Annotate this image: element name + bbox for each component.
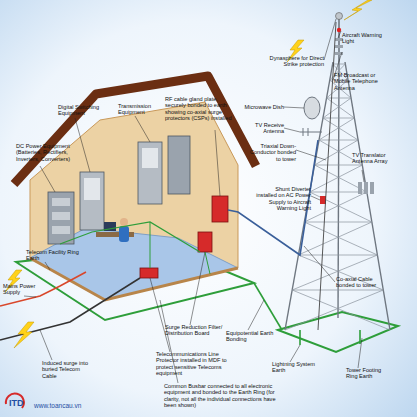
translator-antenna — [358, 182, 362, 194]
dc-power-rack — [48, 192, 74, 244]
callout-label: DC Power Equipment (Batteries, Rectifier… — [16, 143, 78, 162]
earth-rod — [359, 330, 361, 344]
rack-panel — [52, 226, 70, 234]
fm-antenna — [335, 45, 343, 48]
tower-brace — [315, 165, 363, 166]
leader-line — [338, 31, 341, 38]
leader-line — [362, 170, 364, 182]
leader-line — [150, 278, 170, 352]
tower-brace — [333, 64, 346, 65]
fm-antenna — [335, 38, 343, 41]
equipotential-bond — [254, 283, 282, 330]
callout-label: TV Receive Antenna — [238, 122, 284, 135]
leader-line — [324, 19, 336, 60]
callout-label: Equipotential Earth Bonding — [226, 330, 278, 343]
callout-label: Telecom Facility Ring Earth — [26, 249, 82, 262]
leader-line — [40, 166, 55, 192]
bond-wire — [150, 222, 151, 268]
mdf-protector — [140, 268, 158, 278]
leader-line — [215, 130, 220, 196]
leader-line — [304, 246, 335, 282]
leader-line — [24, 296, 36, 297]
person-body — [119, 226, 129, 242]
callout-label: Lightning System Earth — [272, 361, 320, 374]
callout-label: Mains Power Supply — [3, 283, 39, 296]
dynasphere — [336, 13, 343, 20]
down-conductor — [318, 22, 336, 330]
leader-line — [284, 107, 304, 108]
callout-label: Induced surge into buried Telecom Cable — [42, 360, 92, 379]
callout-label: TV Translator Antenna Array — [352, 152, 400, 165]
switching-rack — [80, 172, 104, 230]
earth-rod — [299, 330, 301, 345]
leader-line — [40, 330, 52, 360]
microwave-dish — [304, 97, 320, 119]
tower-brace — [323, 118, 354, 119]
callout-label: Aircraft Warning Light — [342, 32, 384, 45]
wall-base — [30, 258, 238, 300]
coaxial-cable — [228, 140, 318, 255]
leader-line — [284, 128, 300, 132]
callout-label: Transmission Equipment — [118, 103, 164, 116]
rf-gland-plate — [212, 196, 228, 222]
callout-label: Triaxial Down-Conductor bonded to tower — [246, 143, 296, 162]
callout-label: Digital Switching Equipment — [58, 104, 104, 117]
leader-line — [358, 338, 362, 368]
tower-brace — [304, 222, 372, 223]
lightning-bolt — [344, 0, 372, 20]
rack-panel — [142, 148, 158, 168]
callout-label: Shunt Diverter installed on AC Power Sup… — [255, 186, 311, 211]
tower-brace — [327, 98, 351, 99]
callout-label: Common Busbar connected to all electroni… — [164, 383, 276, 408]
leader-line — [311, 196, 320, 200]
leader-line — [296, 150, 326, 160]
common-busbar — [60, 222, 200, 252]
lightning-bolt — [14, 322, 34, 348]
callout-label: Surge Reduction Filter/ Distribution Boa… — [165, 324, 225, 337]
tower-brace — [292, 290, 383, 291]
leader-line — [290, 345, 300, 362]
callout-label: RF cable gland plate, securely bonded to… — [165, 96, 237, 121]
transmission-rack — [138, 142, 162, 204]
callout-label: Co-axial Cable bonded to tower — [336, 276, 386, 289]
rack-panel — [52, 212, 70, 220]
tv-antenna-element — [303, 128, 304, 136]
equipment-rack — [168, 136, 190, 194]
callout-label: Microwave Dish — [232, 104, 284, 110]
leader-line — [45, 262, 50, 270]
surge-filter-board — [198, 232, 212, 252]
leader-line — [248, 300, 264, 330]
callout-label: Telecommunications Line Protector instal… — [156, 351, 240, 376]
callout-label: FM Broadcast or Mobile Telephone Antenna — [334, 72, 384, 91]
leader-line — [135, 116, 150, 142]
bond-wire — [205, 252, 210, 274]
leader-line — [190, 252, 205, 325]
tv-antenna-element — [308, 128, 309, 136]
roof — [14, 76, 256, 184]
rack-panel — [52, 198, 70, 206]
translator-antenna — [370, 182, 374, 194]
tower-brace — [319, 140, 358, 141]
watermark: www.toancau.vn — [34, 402, 104, 409]
rack-panel — [84, 178, 100, 200]
tower-brace — [298, 255, 377, 256]
callout-label: Dynasphere for Direct Strike protection — [262, 55, 324, 68]
translator-antenna — [364, 182, 368, 194]
callout-label: Tower Footing Ring Earth — [346, 367, 394, 380]
leader-line — [75, 118, 90, 172]
person-head — [120, 218, 128, 226]
